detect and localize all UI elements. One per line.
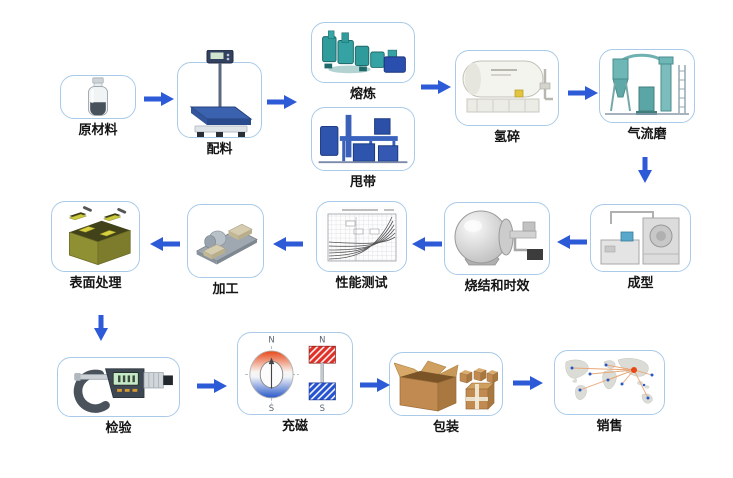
test-chart-icon: [321, 206, 402, 267]
node-label: 烧结和时效: [464, 279, 530, 294]
edge-melting-to-hydrogen right-arrow-icon: [420, 79, 452, 95]
hydrogen-image-box: [455, 50, 559, 126]
node-packaging: 包装: [389, 352, 503, 434]
edge-batching-to-melting right-arrow-icon: [266, 94, 298, 110]
jet-mill-icon: [605, 53, 689, 115]
node-label: 原材料: [78, 123, 118, 138]
sintering-furnace-icon: [454, 210, 543, 265]
node-sintering-aging: 烧结和时效: [444, 202, 550, 293]
node-label: 检验: [105, 421, 132, 436]
micrometer-icon: [73, 368, 173, 413]
batching-image-box: [177, 50, 262, 138]
ring-north-label: N: [268, 334, 274, 344]
edge-magnetizing-to-packaging right-arrow-icon: [359, 377, 391, 393]
node-label: 性能测试: [335, 276, 388, 291]
edge-packaging-to-sales right-arrow-icon: [512, 375, 544, 391]
node-label: 甩带: [349, 175, 376, 190]
coated-blocks-icon: [68, 205, 131, 265]
raw-material-image-box: [60, 75, 136, 119]
node-strip-casting: 甩带: [311, 107, 415, 189]
testing-image-box: [316, 201, 407, 272]
node-label: 销售: [596, 419, 623, 434]
node-melting: 熔炼: [311, 22, 415, 101]
hydrogen-tank-icon: [462, 60, 553, 113]
sintering-image-box: [444, 202, 550, 275]
node-label: 加工: [212, 282, 239, 297]
node-label: 气流磨: [627, 127, 667, 142]
inspection-image-box: [57, 357, 180, 417]
node-label: 熔炼: [349, 87, 376, 102]
sales-image-box: [554, 350, 665, 415]
node-sales: 销售: [554, 350, 665, 433]
edge-testing-to-machining left-arrow-icon: [272, 236, 304, 252]
machining-image-box: [187, 204, 264, 278]
node-magnetizing: N S N S 充磁: [237, 332, 353, 433]
node-label: 充磁: [281, 419, 308, 434]
press-machine-icon: [600, 211, 679, 265]
small-box-icon: [486, 370, 498, 384]
world-map-icon: [564, 357, 653, 403]
melting-image-box: [311, 22, 415, 83]
platform-scale-icon: [189, 50, 252, 137]
node-molding: 成型: [590, 204, 691, 290]
jet-mill-image-box: [599, 49, 695, 123]
carton-boxes-icon: [394, 360, 498, 412]
bar-north-label: N: [319, 334, 325, 344]
magnet-diagram-icon: N S N S: [245, 334, 336, 413]
ring-south-label: S: [269, 403, 274, 413]
edge-inspection-to-magnetizing right-arrow-icon: [196, 378, 228, 394]
node-label: 配料: [206, 142, 233, 157]
node-label: 氢碎: [493, 130, 520, 145]
edge-hydrogen-to-jet-mill right-arrow-icon: [567, 85, 599, 101]
node-machining: 加工: [187, 204, 264, 296]
node-raw-material: 原材料: [60, 75, 136, 137]
node-label: 包装: [432, 420, 459, 435]
melting-machine-icon: [322, 30, 406, 73]
edge-raw-material-to-batching right-arrow-icon: [143, 91, 175, 107]
node-surface-treatment: 表面处理: [51, 201, 140, 290]
edge-sintering-to-testing left-arrow-icon: [411, 236, 443, 252]
node-label: 成型: [627, 276, 654, 291]
small-box-icon: [473, 368, 487, 382]
node-batching: 配料: [177, 50, 262, 157]
edge-machining-to-surface left-arrow-icon: [149, 236, 181, 252]
edge-jet-mill-to-molding down-arrow-icon: [637, 156, 653, 184]
bottle-icon: [88, 77, 108, 116]
small-box-icon: [459, 370, 473, 384]
node-performance-testing: 性能测试: [316, 201, 407, 290]
node-jet-milling: 气流磨: [599, 49, 695, 141]
node-inspection: 检验: [57, 357, 180, 435]
packaging-image-box: [389, 352, 503, 416]
magnetizing-image-box: N S N S: [237, 332, 353, 415]
machining-icon: [195, 223, 258, 265]
node-label: 表面处理: [69, 276, 122, 291]
molding-image-box: [590, 204, 691, 272]
bar-south-label: S: [320, 403, 325, 413]
edge-molding-to-sintering left-arrow-icon: [556, 234, 588, 250]
edge-surface-to-inspection down-arrow-icon: [93, 314, 109, 342]
strip-casting-image-box: [311, 107, 415, 171]
node-hydrogen-decrepitation: 氢碎: [455, 50, 559, 144]
surface-treatment-image-box: [51, 201, 140, 272]
strip-casting-machine-icon: [318, 114, 408, 164]
